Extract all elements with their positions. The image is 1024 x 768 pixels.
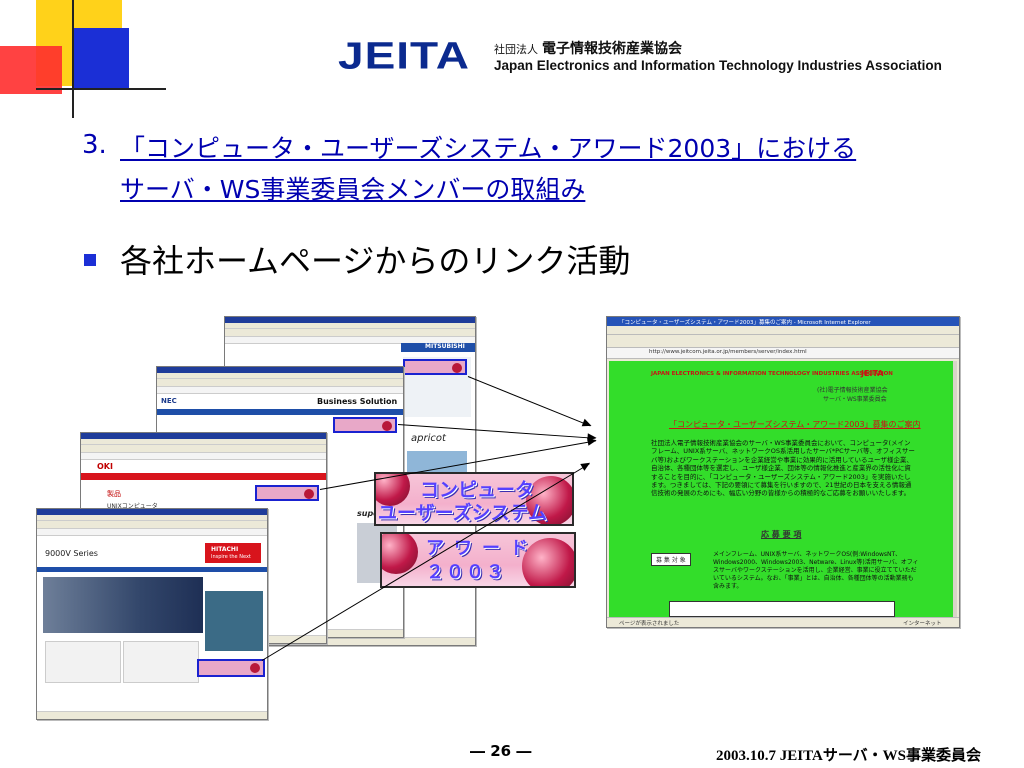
window-toolbar: [157, 379, 403, 387]
decor-vertical-line: [72, 0, 74, 118]
promo-text-line-2: ユーザーズシステム: [378, 502, 548, 524]
window-toolbar: [81, 445, 326, 453]
jeita-toolbar: [607, 335, 959, 348]
promo-orb: [522, 538, 574, 586]
jeita-target-text: メインフレーム、UNIX系サーバ、ネットワークOS(例:WindowsNT、Wi…: [713, 551, 919, 590]
jeita-statusbar: ページが表示されました インターネット: [607, 617, 959, 627]
nec-brand: NEC: [161, 397, 177, 405]
bullet-text: 各社ホームページからのリンク活動: [120, 242, 631, 280]
promo-banner-award-year: アワード ２００３: [380, 532, 576, 588]
jeita-heading: 「コンピュータ・ユーザーズシステム・アワード2003」募集のご案内: [669, 420, 921, 429]
jeita-addressbar: http://www.jeitcom.jeita.or.jp/members/s…: [607, 348, 959, 359]
oki-brand: OKI: [97, 462, 113, 471]
jeita-scrollbar[interactable]: [953, 361, 957, 617]
oki-nav-band: [81, 473, 326, 480]
jeita-menubar: [607, 326, 959, 335]
oki-subtitle: UNIXコンピュータ: [107, 503, 158, 510]
jeita-content: JAPAN ELECTRONICS & INFORMATION TECHNOLO…: [609, 361, 953, 617]
jeita-status-left: ページが表示されました: [619, 621, 680, 627]
award-banner-link[interactable]: [255, 485, 319, 501]
window-titlebar: [81, 433, 326, 439]
jeita-section-title: 応 募 要 項: [761, 530, 802, 539]
window-menubar: [157, 373, 403, 379]
hitachi-logo-box: [205, 543, 261, 563]
window-titlebar: [37, 509, 267, 515]
screenshot-jeita-page: 「コンピュータ・ユーザーズシステム・アワード2003」募集のご案内 - Micr…: [606, 316, 960, 628]
jeita-committee: サーバ・WS事業委員会: [823, 396, 887, 403]
hitachi-sidebar: [205, 591, 263, 651]
arrow-mitsubishi: [467, 376, 591, 427]
promo-text-line-3: アワード: [426, 538, 538, 559]
screenshot-hitachi: 9000V Series HITACHI Inspire the Next: [36, 508, 268, 720]
jeita-body: 社団法人電子情報技術産業協会のサーバ・WS事業委員会において、コンピュータ(メイ…: [651, 439, 915, 498]
title-line-1: 「コンピュータ・ユーザーズシステム・アワード2003」における: [120, 134, 857, 163]
mitsubishi-brand: MITSUBISHI: [425, 343, 465, 350]
jeita-mini-logo: JEITA: [861, 369, 884, 378]
award-banner-link[interactable]: [197, 659, 265, 677]
window-menubar: [81, 439, 326, 445]
hitachi-tagline: Inspire the Next: [211, 554, 251, 560]
decor-blue-square: [73, 28, 129, 90]
hitachi-series: 9000V Series: [45, 549, 98, 558]
jeita-logo: JEITA: [338, 33, 470, 77]
jeita-window-titlebar: 「コンピュータ・ユーザーズシステム・アワード2003」募集のご案内 - Micr…: [607, 317, 959, 326]
decor-red-square: [0, 46, 62, 94]
jeita-box: [669, 601, 895, 617]
promo-text-line-4: ２００３: [426, 562, 506, 583]
jeita-window-title: 「コンピュータ・ユーザーズシステム・アワード2003」募集のご案内 - Micr…: [619, 320, 871, 326]
jeita-address: http://www.jeitcom.jeita.or.jp/members/s…: [649, 349, 807, 355]
title-line-2: サーバ・WS事業委員会メンバーの取組み: [120, 175, 586, 204]
award-banner-link[interactable]: [403, 359, 467, 375]
jeita-status-right: インターネット: [903, 621, 942, 627]
footer-date-org: 2003.10.7 JEITAサーバ・WS事業委員会: [716, 748, 982, 764]
promo-text-line-1: コンピュータ: [420, 479, 535, 501]
window-menubar: [225, 323, 475, 329]
nec-nav-band: [157, 409, 403, 415]
window-menubar: [37, 515, 267, 521]
award-banner-link[interactable]: [333, 417, 397, 433]
window-addressbar: [81, 453, 326, 460]
jeita-target-label: 募 集 対 象: [651, 553, 691, 566]
hitachi-hero-image: [43, 577, 203, 633]
window-statusbar: [37, 711, 267, 719]
org-name-en: Japan Electronics and Information Techno…: [494, 58, 942, 73]
mitsubishi-band: [401, 343, 475, 352]
jeita-org-jp: (社)電子情報技術産業協会: [817, 387, 888, 394]
apricot-text: apricot: [411, 433, 446, 444]
window-titlebar: [225, 317, 475, 323]
promo-banner-award-name: コンピュータ ユーザーズシステム: [374, 472, 574, 526]
oki-section: 製品: [107, 490, 121, 498]
promo-orb: [382, 534, 418, 574]
nec-heading: Business Solution: [317, 397, 398, 406]
window-titlebar: [157, 367, 403, 373]
org-prefix: 社団法人: [494, 43, 538, 56]
org-name-jp: 社団法人電子情報技術産業協会: [494, 38, 682, 58]
hitachi-product-card: [123, 641, 199, 683]
hitachi-product-card: [45, 641, 121, 683]
page-number: ― 26 ―: [470, 742, 532, 760]
title-number: 3.: [82, 130, 107, 160]
window-toolbar: [37, 521, 267, 529]
hitachi-brand: HITACHI: [211, 546, 239, 553]
decor-horizontal-line: [36, 88, 166, 90]
window-addressbar: [225, 337, 475, 344]
promo-orb: [526, 476, 572, 524]
jeita-org-en: JAPAN ELECTRONICS & INFORMATION TECHNOLO…: [651, 371, 893, 377]
window-toolbar: [225, 329, 475, 337]
org-name-jp-text: 電子情報技術産業協会: [542, 41, 682, 57]
hitachi-nav-band: [37, 567, 267, 572]
bullet-marker: [84, 254, 96, 266]
window-addressbar: [37, 529, 267, 536]
window-addressbar: [157, 387, 403, 394]
